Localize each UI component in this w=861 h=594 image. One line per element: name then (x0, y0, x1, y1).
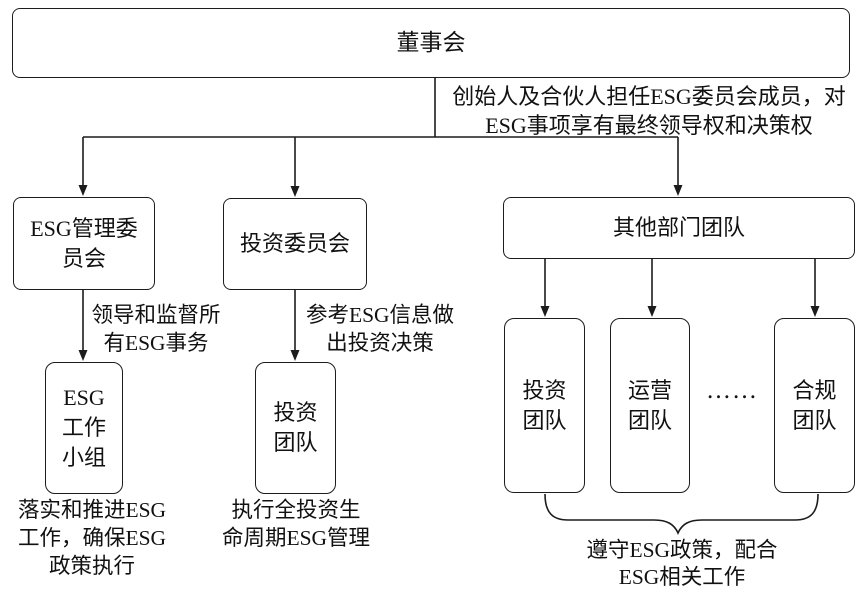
box-investment-team-mid: 投资 团队 (255, 362, 336, 494)
box-esg-mgmt-committee-line2: 员会 (61, 245, 106, 271)
board-note: 创始人及合伙人担任ESG委员会成员，对 ESG事项享有最终领导权和决策权 (440, 82, 858, 140)
box-board: 董事会 (12, 8, 850, 78)
arrowhead-other-departments (673, 185, 683, 196)
box-compliance-team-line1: 合规 (792, 377, 837, 403)
box-investment-team-line1: 投资 (522, 377, 567, 403)
box-investment-team-line2: 团队 (522, 407, 567, 433)
investment-note-line1: 参考ESG信息做 (305, 303, 455, 327)
brace-note-line2: ESG相关工作 (618, 565, 746, 589)
esg-mgmt-note-line1: 领导和监督所 (91, 303, 221, 327)
arrowhead-compliance-team (810, 306, 820, 317)
investment-note: 参考ESG信息做 出投资决策 (296, 301, 464, 357)
box-investment-team-mid-line2: 团队 (273, 430, 318, 455)
esg-mgmt-note-line2: 有ESG事务 (103, 331, 209, 355)
investment-team-note-line1: 执行全投资生 (231, 498, 361, 522)
arrowhead-operations-team (647, 306, 657, 317)
investment-team-note: 执行全投资生 命周期ESG管理 (206, 496, 386, 552)
box-investment-committee: 投资委员会 (223, 198, 367, 290)
investment-note-line2: 出投资决策 (326, 331, 434, 355)
box-investment-team-mid-line1: 投资 (273, 400, 318, 425)
arrowhead-esg-committee (78, 185, 88, 196)
board-note-line2: ESG事项享有最终领导权和决策权 (485, 113, 813, 138)
box-operations-team: 运营 团队 (610, 318, 690, 493)
box-board-label: 董事会 (396, 30, 466, 55)
box-investment-committee-label: 投资委员会 (239, 231, 350, 256)
box-esg-working-group: ESG 工作 小组 (45, 362, 123, 494)
working-group-note-line2: 工作，确保ESG (17, 526, 167, 550)
box-investment-team: 投资 团队 (504, 318, 585, 493)
underbrace (544, 493, 819, 535)
box-operations-team-line1: 运营 (627, 377, 672, 403)
box-esg-mgmt-committee-line1: ESG管理委 (30, 215, 138, 241)
box-operations-team-line2: 团队 (627, 407, 672, 433)
brace-note-line1: 遵守ESG政策，配合 (586, 538, 778, 562)
box-esg-working-group-line1: ESG (63, 385, 105, 410)
box-compliance-team: 合规 团队 (774, 318, 855, 493)
investment-team-note-line2: 命周期ESG管理 (221, 526, 371, 550)
arrowhead-investment-team (540, 306, 550, 317)
working-group-note-line3: 政策执行 (48, 554, 135, 578)
box-other-departments: 其他部门团队 (503, 197, 855, 259)
board-note-line1: 创始人及合伙人担任ESG委员会成员，对 (452, 84, 846, 109)
box-compliance-team-line2: 团队 (792, 407, 837, 433)
box-esg-working-group-line3: 小组 (61, 445, 106, 470)
esg-mgmt-note: 领导和监督所 有ESG事务 (86, 301, 226, 357)
ellipsis-more-teams: …… (706, 377, 758, 404)
working-group-note-line1: 落实和推进ESG (17, 498, 167, 522)
box-esg-mgmt-committee: ESG管理委 员会 (13, 197, 155, 290)
brace-note: 遵守ESG政策，配合 ESG相关工作 (542, 537, 822, 591)
box-other-departments-label: 其他部门团队 (612, 215, 745, 240)
box-esg-working-group-line2: 工作 (61, 415, 106, 440)
arrowhead-investment-committee (290, 186, 300, 197)
working-group-note: 落实和推进ESG 工作，确保ESG 政策执行 (6, 496, 178, 580)
